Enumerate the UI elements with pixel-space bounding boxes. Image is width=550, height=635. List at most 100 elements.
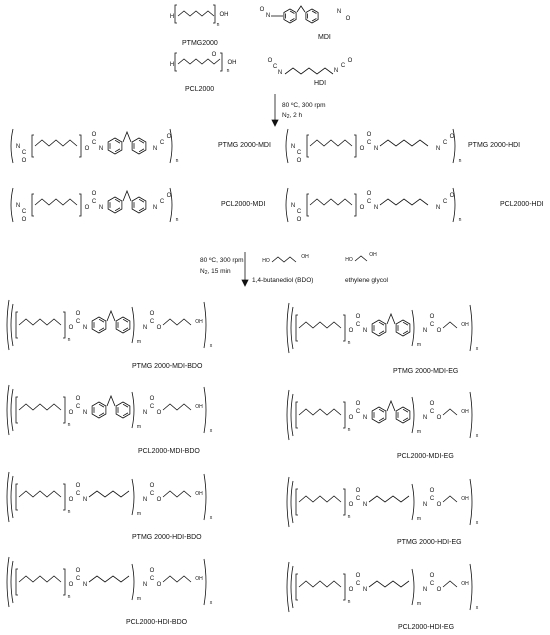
svg-text:C: C: [76, 319, 81, 325]
svg-text:C: C: [150, 491, 155, 497]
ptmg-hdi-eg-label: PTMG 2000-HDI-EG: [397, 539, 462, 546]
svg-text:N: N: [423, 415, 427, 421]
svg-text:O: O: [430, 401, 435, 407]
svg-text:O: O: [157, 410, 162, 416]
svg-text:N: N: [423, 587, 427, 593]
svg-text:N: N: [334, 68, 338, 74]
svg-text:O: O: [85, 205, 90, 211]
svg-text:O: O: [437, 502, 442, 508]
svg-text:O: O: [150, 311, 155, 317]
svg-text:O: O: [260, 7, 265, 13]
svg-text:n: n: [348, 514, 351, 520]
svg-text:O: O: [437, 415, 442, 421]
svg-text:OH: OH: [195, 319, 203, 325]
svg-text:HO: HO: [262, 258, 270, 264]
svg-text:C: C: [297, 209, 302, 215]
svg-text:n: n: [68, 509, 71, 515]
svg-text:H: H: [170, 14, 174, 20]
svg-text:N: N: [363, 415, 367, 421]
svg-text:O: O: [450, 193, 455, 199]
svg-text:O: O: [92, 191, 97, 197]
svg-text:OH: OH: [220, 12, 229, 18]
svg-text:O: O: [76, 311, 81, 317]
svg-text:O: O: [349, 502, 354, 508]
svg-text:O: O: [297, 158, 302, 164]
svg-text:m: m: [417, 342, 421, 348]
svg-text:C: C: [430, 496, 435, 502]
svg-text:C: C: [430, 581, 435, 587]
svg-text:C: C: [22, 209, 27, 215]
svg-text:x: x: [210, 343, 213, 349]
svg-text:C: C: [367, 199, 372, 205]
svg-text:O: O: [430, 314, 435, 320]
svg-text:O: O: [157, 582, 162, 588]
svg-text:C: C: [356, 409, 361, 415]
svg-text:C: C: [341, 63, 346, 69]
svg-text:x: x: [476, 346, 479, 352]
svg-text:C: C: [76, 491, 81, 497]
svg-text:N: N: [337, 9, 341, 15]
pcl-mdi-eg-label: PCL2000-MDI-EG: [397, 453, 454, 460]
pcl-hdi-bdo-label: PCL2000-HDI-BDO: [126, 619, 188, 626]
svg-text:O: O: [76, 483, 81, 489]
pcl-mdi-bdo-label: PCL2000-MDI-BDO: [138, 448, 200, 455]
svg-text:O: O: [76, 396, 81, 402]
eg-label: ethylene glycol: [345, 277, 388, 284]
svg-text:n: n: [348, 599, 351, 605]
svg-text:N: N: [16, 203, 20, 209]
svg-text:O: O: [268, 58, 273, 64]
svg-text:OH: OH: [461, 581, 469, 587]
svg-text:O: O: [85, 146, 90, 152]
svg-text:m: m: [137, 511, 141, 517]
hdi-label: HDI: [314, 80, 327, 87]
svg-text:C: C: [430, 409, 435, 415]
svg-text:C: C: [443, 199, 448, 205]
svg-text:x: x: [210, 428, 213, 434]
svg-text:OH: OH: [461, 409, 469, 415]
svg-text:N: N: [423, 502, 427, 508]
svg-text:C: C: [356, 496, 361, 502]
svg-text:N: N: [83, 582, 87, 588]
svg-text:C: C: [150, 576, 155, 582]
svg-text:m: m: [137, 339, 141, 345]
svg-text:C: C: [273, 64, 278, 70]
svg-text:n: n: [348, 427, 351, 433]
svg-text:C: C: [92, 199, 97, 205]
svg-text:O: O: [356, 401, 361, 407]
svg-text:N: N: [423, 328, 427, 334]
svg-text:C: C: [160, 199, 165, 205]
svg-text:N: N: [153, 146, 157, 152]
svg-text:n: n: [348, 340, 351, 346]
svg-text:x: x: [476, 433, 479, 439]
svg-text:OH: OH: [461, 322, 469, 328]
svg-text:O: O: [69, 497, 74, 503]
svg-text:O: O: [212, 52, 217, 58]
svg-text:n: n: [68, 337, 71, 343]
svg-text:O: O: [150, 483, 155, 489]
svg-text:O: O: [430, 488, 435, 494]
svg-text:O: O: [22, 217, 27, 223]
ptmg-mdi-bdo-label: PTMG 2000-MDI-BDO: [132, 363, 203, 370]
ptmg-hdi-bdo-label: PTMG 2000-HDI-BDO: [132, 534, 202, 541]
svg-text:C: C: [76, 404, 81, 410]
svg-text:N: N: [83, 497, 87, 503]
svg-text:O: O: [360, 205, 365, 211]
svg-text:N: N: [374, 146, 378, 152]
svg-text:C: C: [76, 576, 81, 582]
svg-text:O: O: [367, 132, 372, 138]
svg-text:O: O: [69, 582, 74, 588]
svg-text:O: O: [69, 325, 74, 331]
svg-text:C: C: [92, 140, 97, 146]
svg-text:x: x: [210, 515, 213, 521]
svg-text:H: H: [170, 62, 174, 68]
svg-text:OH: OH: [228, 60, 237, 66]
svg-text:O: O: [346, 16, 351, 22]
svg-text:O: O: [356, 488, 361, 494]
svg-text:N: N: [143, 497, 147, 503]
svg-text:C: C: [22, 150, 27, 156]
pcl2000-label: PCL2000: [185, 86, 215, 93]
svg-text:C: C: [160, 140, 165, 146]
svg-text:C: C: [443, 140, 448, 146]
bdo-label: 1,4-butanediol (BDO): [252, 277, 314, 284]
